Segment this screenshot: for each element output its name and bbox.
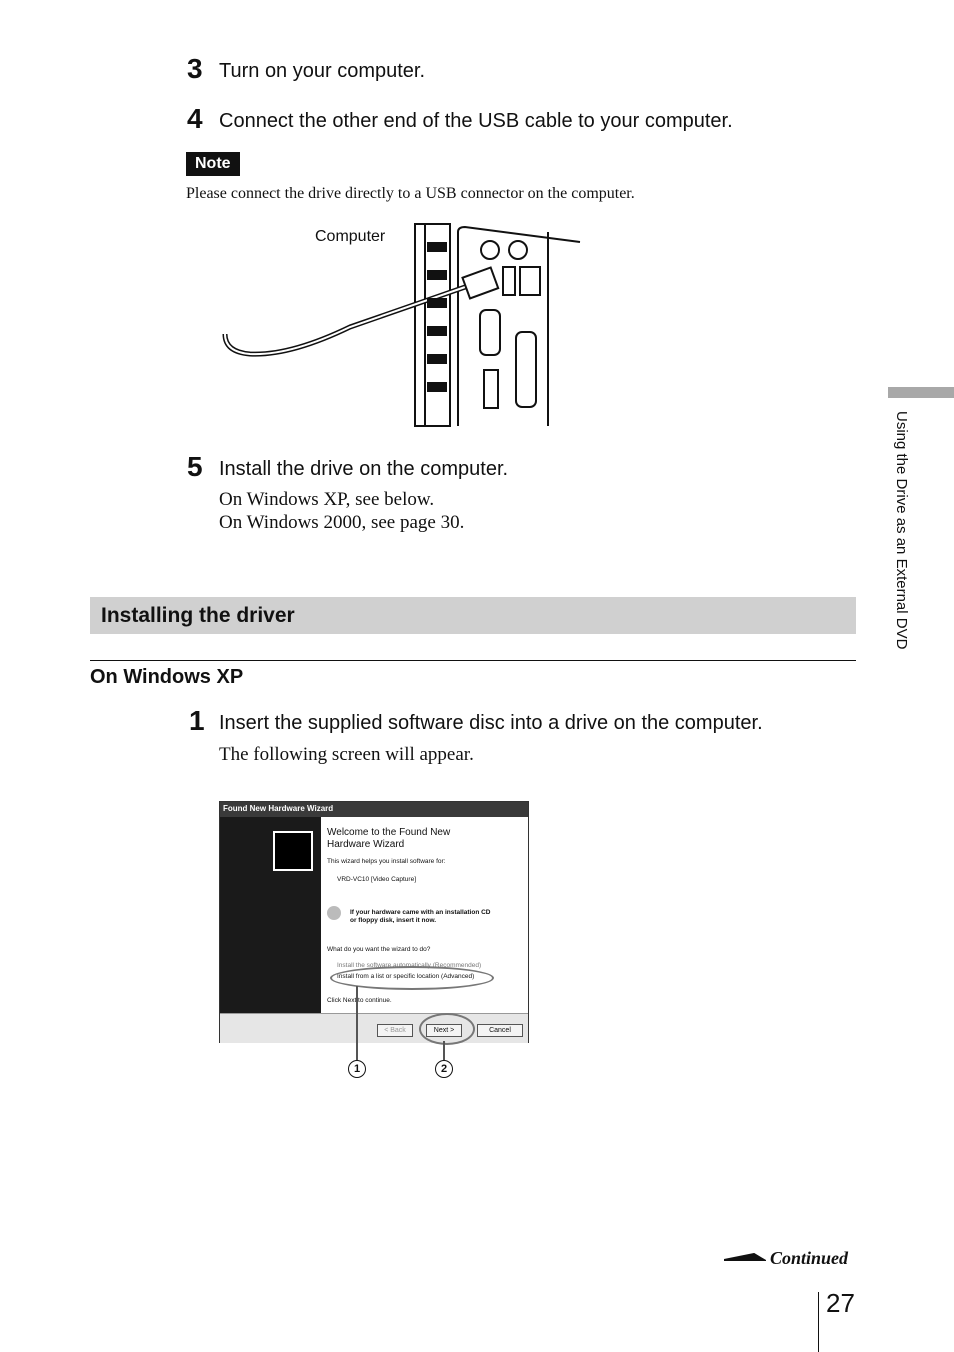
wizard-intro: This wizard helps you install software f… (327, 858, 446, 865)
page-number: 27 (826, 1288, 855, 1318)
step-number: 5 (187, 451, 203, 482)
hardware-icon (273, 831, 313, 871)
cd-icon (327, 906, 341, 920)
callout-2: 2 (435, 1060, 453, 1078)
side-tab-bar (888, 387, 954, 398)
callout-1: 1 (348, 1060, 366, 1078)
callout-line-2 (443, 1041, 445, 1060)
wizard-button-bar: < Back Next > Cancel (220, 1013, 528, 1045)
step-text: Turn on your computer. (219, 60, 426, 82)
step-text: Connect the other end of the USB cable t… (219, 110, 733, 132)
callout-line-1 (356, 986, 358, 1060)
continued-arrow-icon (724, 1253, 766, 1261)
step-text: Install the drive on the computer. (219, 458, 509, 480)
step-detail: On Windows 2000, see page 30. (219, 512, 465, 533)
divider (90, 660, 856, 661)
step-text: Insert the supplied software disc into a… (219, 712, 763, 734)
step-number: 1 (189, 705, 205, 736)
back-button[interactable]: < Back (377, 1024, 413, 1037)
subsection-title: On Windows XP (90, 666, 244, 688)
callout-ellipse-1 (330, 966, 494, 990)
note-badge: Note (186, 152, 240, 176)
page-number-rule (818, 1292, 819, 1352)
wizard-screenshot: Found New Hardware Wizard Welcome to the… (219, 801, 529, 1045)
section-header: Installing the driver (90, 597, 856, 634)
wizard-question: What do you want the wizard to do? (327, 946, 431, 953)
wizard-device: VRD-VC10 [Video Capture] (337, 876, 417, 883)
wizard-cd-text: If your hardware came with an installati… (350, 909, 491, 924)
wizard-continue-text: Click Next to continue. (327, 997, 392, 1004)
callout-ellipse-2 (419, 1013, 475, 1045)
cancel-button[interactable]: Cancel (477, 1024, 523, 1037)
step-detail: The following screen will appear. (219, 744, 474, 765)
step-number: 4 (187, 103, 203, 134)
computer-label: Computer (315, 228, 386, 245)
step-number: 3 (187, 53, 203, 84)
section-title: Installing the driver (101, 604, 295, 627)
wizard-title: Found New Hardware Wizard (220, 802, 528, 817)
step-detail: On Windows XP, see below. (219, 489, 435, 510)
continued-label: Continued (770, 1248, 849, 1268)
note-text: Please connect the drive directly to a U… (186, 185, 635, 202)
wizard-sidebar (220, 817, 321, 1013)
side-tab-label: Using the Drive as an External DVD (893, 411, 910, 650)
usb-connection-illustration (222, 223, 581, 427)
